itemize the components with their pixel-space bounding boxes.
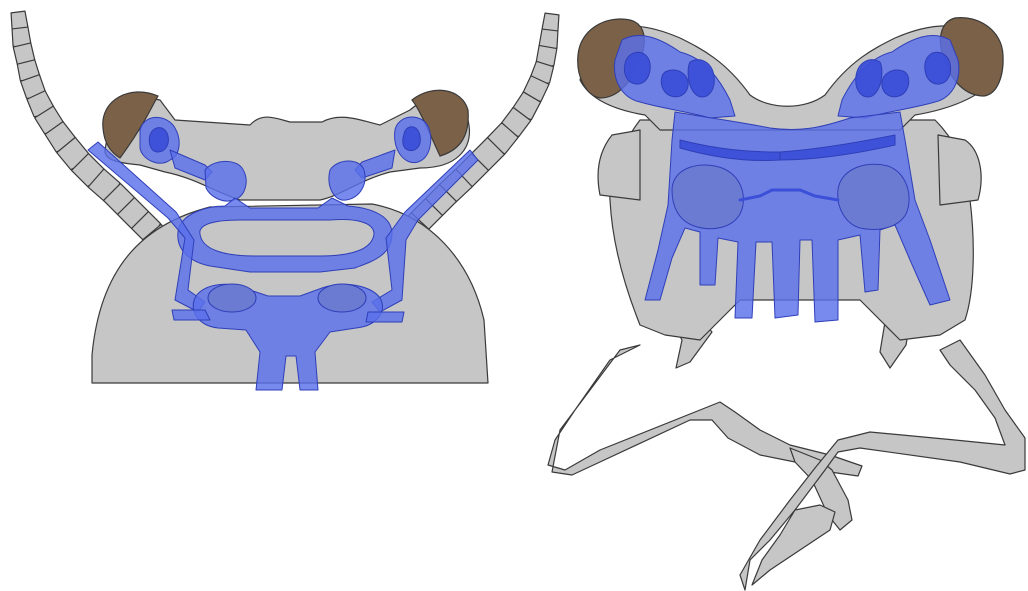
left-lamina xyxy=(624,52,650,84)
left-panel xyxy=(11,11,559,390)
left-protocerebral-lobe xyxy=(205,161,246,201)
right-medulla xyxy=(882,70,909,97)
left-raptorial-appendage xyxy=(548,345,862,476)
right-cheek xyxy=(938,135,981,205)
left-large-ganglion xyxy=(672,165,743,229)
right-panel xyxy=(548,18,1025,590)
right-ganglion xyxy=(318,284,366,312)
left-lateral-nerve xyxy=(172,310,210,320)
right-protocerebral-lobe xyxy=(329,161,365,200)
right-optic-core xyxy=(403,127,421,151)
left-cheek xyxy=(598,130,640,200)
right-lateral-nerve xyxy=(366,312,404,322)
left-optic-core xyxy=(149,128,168,152)
left-medulla xyxy=(661,70,688,97)
left-ganglion xyxy=(208,284,256,312)
right-large-ganglion xyxy=(838,164,909,229)
right-lamina xyxy=(925,52,951,84)
